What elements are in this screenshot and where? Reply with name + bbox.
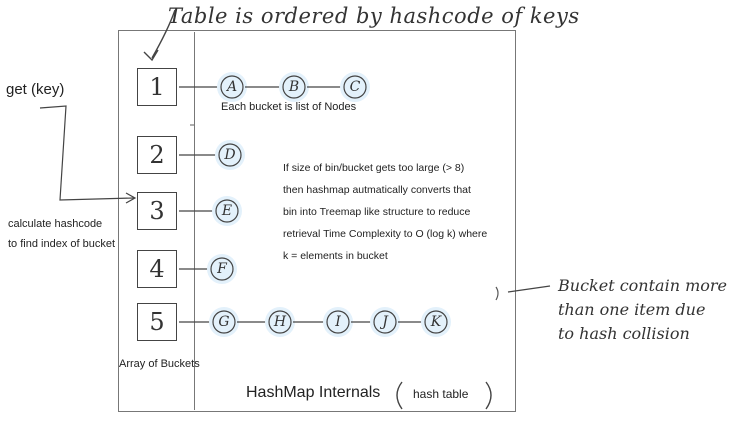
top-annotation: Table is ordered by hashcode of keys [168, 4, 580, 28]
bucket-array-divider [194, 32, 195, 410]
node-K: K [430, 314, 442, 330]
node-circle-I [326, 310, 350, 334]
node-E: E [221, 203, 233, 219]
treemap-line-2: then hashmap autmatically converts that [283, 184, 471, 196]
top-note-arrow [151, 9, 176, 59]
node-circle-C [343, 75, 367, 99]
treemap-line-5: k = elements in bucket [283, 250, 388, 262]
node-circle-G [212, 310, 236, 334]
diagram-title: HashMap Internals [246, 384, 381, 401]
node-B: B [288, 79, 300, 95]
node-circle-B [282, 75, 306, 99]
calc-line-2: to find index of bucket [8, 238, 116, 250]
node-J: J [382, 314, 388, 330]
node-circle-K [424, 310, 448, 334]
collision-line-1: Bucket contain more [558, 276, 727, 295]
node-A: A [226, 79, 238, 95]
bucket-5: 5 [137, 303, 177, 341]
diagram-subtitle: hash table [413, 387, 469, 401]
node-circle-D [218, 143, 242, 167]
node-circle-J [373, 310, 397, 334]
subtitle-parentheses [396, 381, 492, 410]
collision-line-3: to hash collision [558, 324, 690, 343]
node-circle-E [215, 199, 239, 223]
treemap-line-3: bin into Treemap like structure to reduc… [283, 206, 471, 218]
bucket-4: 4 [137, 250, 177, 288]
calc-line-1: calculate hashcode [8, 218, 103, 230]
get-key-label: get (key) [6, 81, 65, 98]
collision-leader [507, 285, 551, 293]
node-G: G [218, 314, 230, 330]
top-note-arrowhead [143, 49, 159, 62]
treemap-line-1: If size of bin/bucket gets too large (> … [283, 162, 465, 174]
collision-brace [495, 286, 499, 301]
collision-line-2: than one item due [558, 300, 706, 319]
treemap-note: If size of bin/bucket gets too large (> … [283, 157, 508, 267]
bucket-1: 1 [137, 68, 177, 106]
node-circle-H [268, 310, 292, 334]
node-I: I [335, 314, 341, 330]
node-F: F [217, 261, 227, 277]
node-C: C [349, 79, 361, 95]
node-circle-A [220, 75, 244, 99]
node-H: H [273, 314, 287, 330]
bucket-2: 2 [137, 136, 177, 174]
collision-annotation: Bucket contain more than one item due to… [558, 274, 728, 346]
each-bucket-label: Each bucket is list of Nodes [221, 101, 357, 113]
hashmap-frame [118, 30, 516, 412]
get-key-arrowhead [125, 192, 137, 204]
node-circle-F [210, 257, 234, 281]
bucket-3: 3 [137, 192, 177, 230]
node-D: D [224, 147, 236, 163]
get-key-arrow [39, 105, 135, 201]
array-of-buckets-label: Array of Buckets [119, 358, 200, 370]
node-links [179, 72, 451, 337]
calculate-hashcode-label: calculate hashcode to find index of buck… [8, 214, 115, 254]
treemap-line-4: retrieval Time Complexity to O (log k) w… [283, 228, 488, 240]
